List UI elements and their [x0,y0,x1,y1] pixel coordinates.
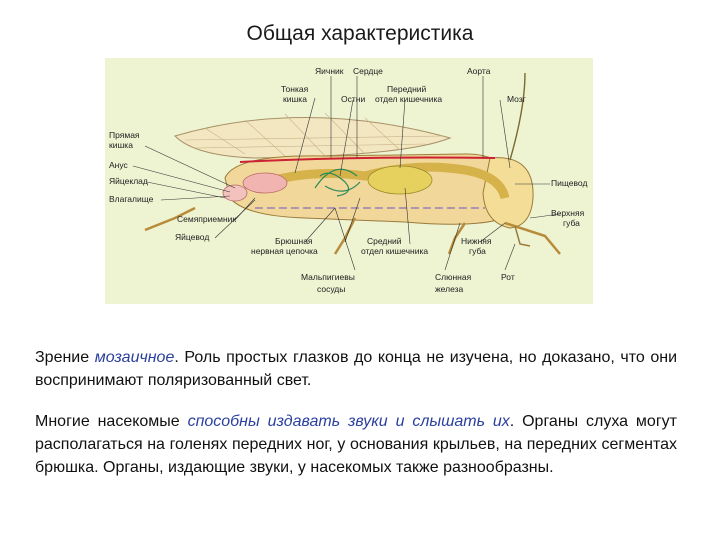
ovary-shape [243,173,287,193]
paragraph-hearing: Многие насекомые способны издавать звуки… [35,410,677,479]
label-ventral-cord-1: Брюшная [275,236,313,246]
paragraph-vision-pre: Зрение [35,349,95,366]
insect-anatomy-drawing: Яичник Сердце Аорта Тонкая кишка Остни П… [105,58,593,304]
slide-title: Общая характеристика [0,22,720,46]
label-lower-lip-2: губа [469,246,486,256]
paragraph-hearing-pre: Многие насекомые [35,413,188,430]
label-seminal-receptacle: Семяприемник [177,214,236,224]
label-salivary-1: Слюнная [435,272,472,282]
rectum-shape [223,185,247,201]
label-foregut-2: отдел кишечника [375,94,442,104]
label-rectum-1: Прямая [109,130,140,140]
label-brain: Мозг [507,94,526,104]
label-ventral-cord-2: нервная цепочка [251,246,318,256]
paragraph-vision-highlight: мозаичное [95,349,175,366]
label-small-intestine-2: кишка [283,94,307,104]
label-heart: Сердце [353,66,383,76]
label-midgut-2: отдел кишечника [361,246,428,256]
label-malpighian-2: сосуды [317,284,345,294]
label-midgut-1: Средний [367,236,402,246]
label-foregut-1: Передний [387,84,427,94]
label-aorta: Аорта [467,66,491,76]
label-rectum-2: кишка [109,140,133,150]
label-ovipositor: Яйцеклад [109,176,148,186]
label-malpighian-1: Мальпигиевы [301,272,355,282]
antenna [510,73,525,160]
label-gastric-caeca: Остни [341,94,365,104]
paragraph-vision: Зрение мозаичное. Роль простых глазков д… [35,346,677,392]
paragraph-hearing-highlight: способны издавать звуки и слышать их [188,413,510,430]
label-upper-lip-1: Верхняя [551,208,585,218]
label-ovary: Яичник [315,66,344,76]
label-vagina: Влагалище [109,194,154,204]
insect-anatomy-figure: Яичник Сердце Аорта Тонкая кишка Остни П… [105,58,593,304]
label-oviduct: Яйцевод [175,232,209,242]
label-salivary-2: железа [435,284,464,294]
label-pharynx: Пищевод [551,178,587,188]
crop [368,166,432,194]
label-small-intestine-1: Тонкая [281,84,309,94]
label-anus: Анус [109,160,129,170]
label-lower-lip-1: Нижняя [461,236,492,246]
label-mouth: Рот [501,272,515,282]
label-upper-lip-2: губа [563,218,580,228]
